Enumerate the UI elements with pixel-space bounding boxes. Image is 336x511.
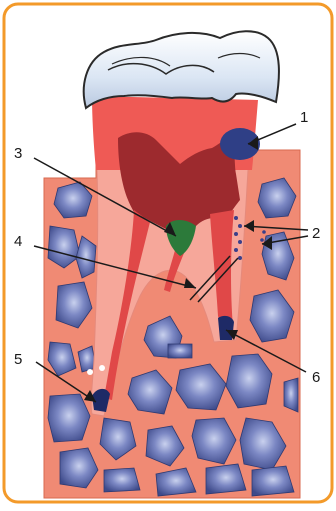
label-2: 2 — [312, 225, 320, 242]
bone-cell — [104, 468, 140, 492]
label-3: 3 — [14, 145, 22, 162]
root-dot — [99, 365, 105, 371]
label-5: 5 — [14, 351, 22, 368]
bone-cell — [168, 344, 192, 358]
bone-cell — [284, 378, 298, 412]
bone-cell — [252, 466, 294, 496]
bone-cell — [48, 394, 90, 442]
label-6: 6 — [312, 369, 320, 386]
label-4: 4 — [14, 233, 22, 250]
label-1: 1 — [300, 109, 308, 126]
root-dot — [87, 369, 93, 375]
